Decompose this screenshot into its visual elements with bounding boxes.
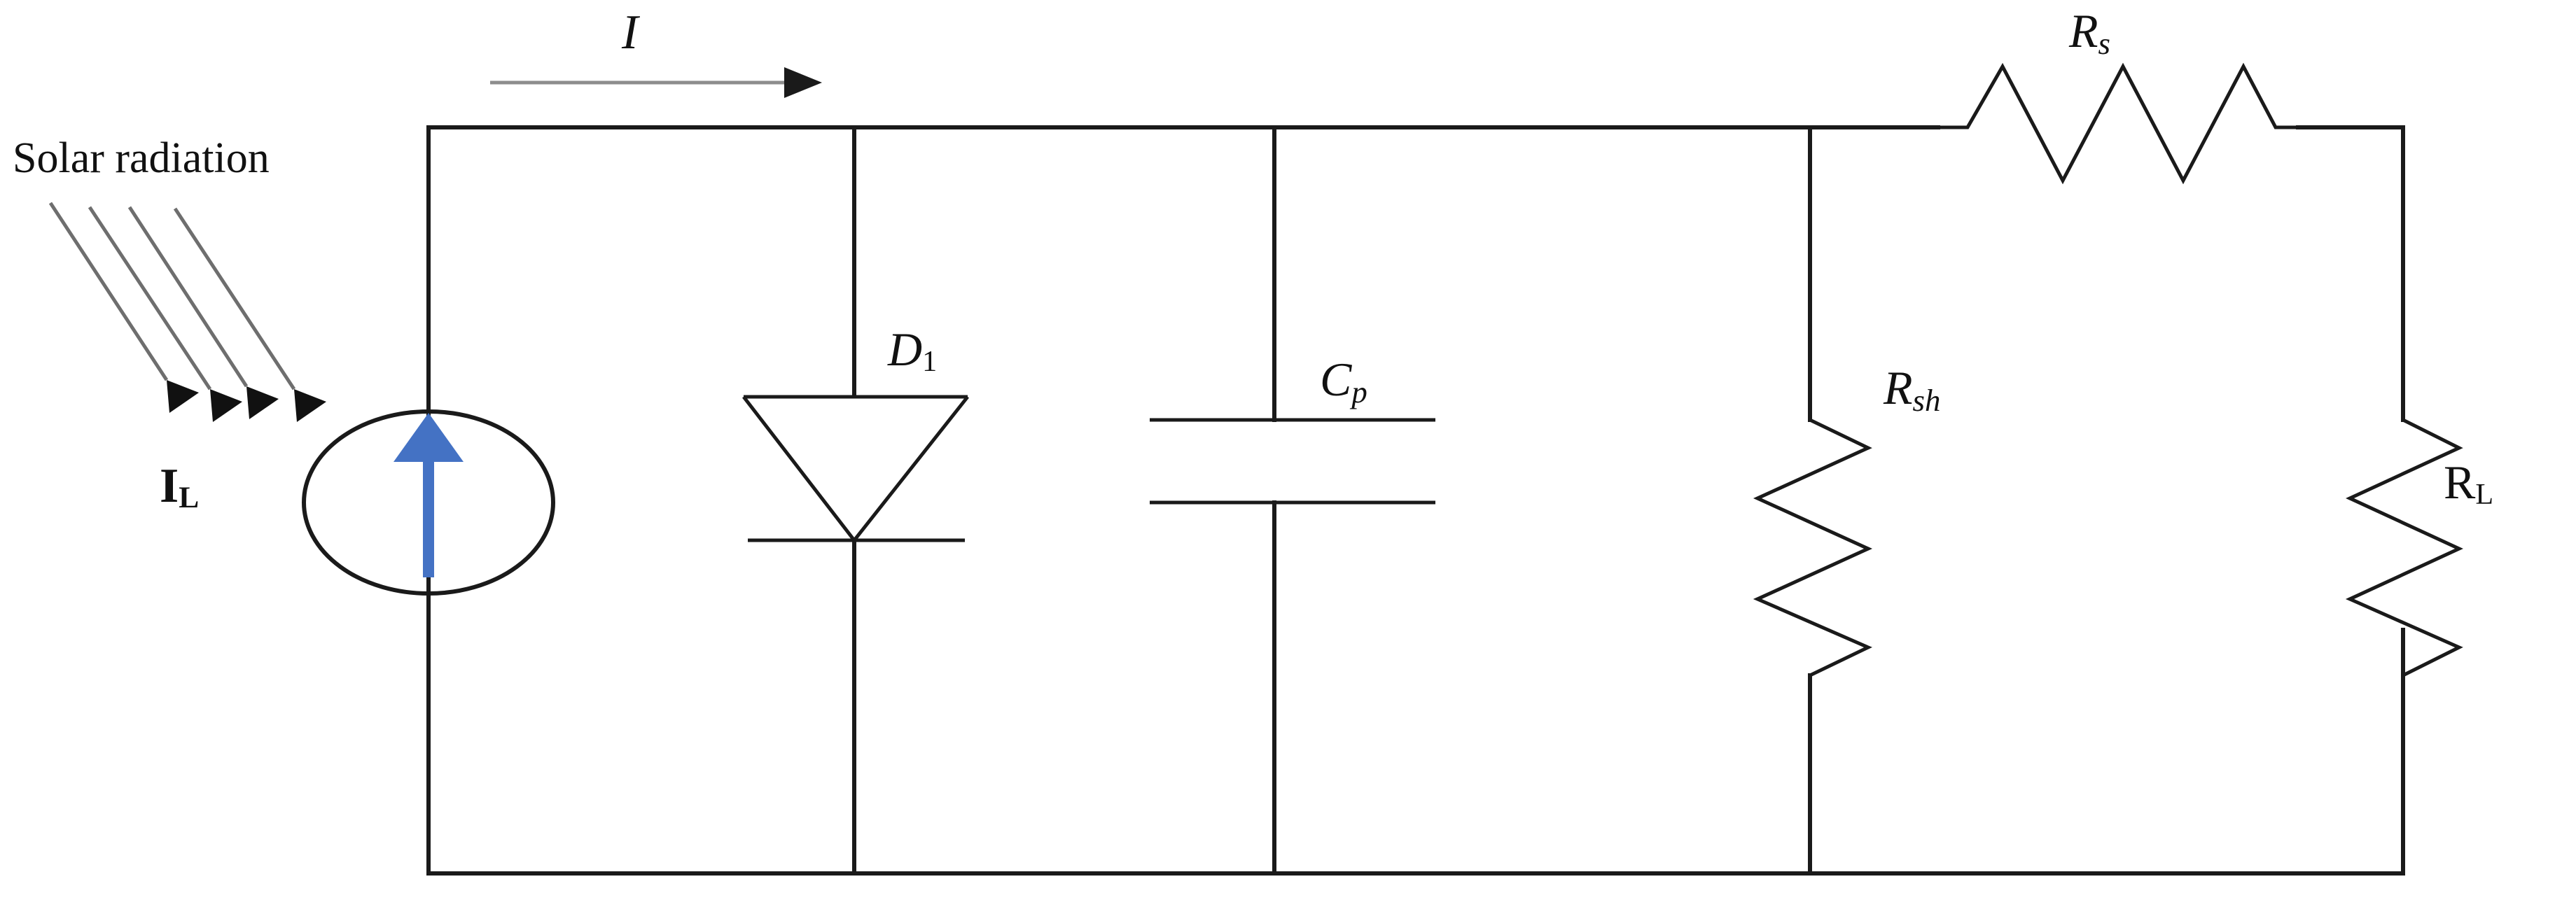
d1-symbol: D [888,323,923,376]
rl-symbol: R [2444,456,2476,509]
rs-symbol: R [2069,4,2098,57]
il-subscript: L [179,480,200,514]
series-resistor [1938,62,2298,185]
solar-radiation-label: Solar radiation [13,134,270,182]
rs-subscript: s [2098,25,2111,61]
rsh-symbol: R [1884,361,1913,414]
current-direction-arrow [490,67,822,98]
solar-ray-3 [127,206,279,419]
solar-ray-2 [88,206,242,422]
series-resistor-label: Rs [2069,4,2110,59]
rsh-subscript: sh [1912,382,1941,418]
cp-subscript: p [1351,374,1367,409]
d1-subscript: 1 [922,344,938,378]
solar-ray-1 [48,202,199,413]
shunt-resistor-label: Rsh [1884,361,1940,416]
circuit-rails [426,125,2405,876]
load-resistor [2345,418,2463,876]
shunt-resistor-branch [1753,125,1873,876]
capacitor-branch [1150,125,1435,876]
solar-ray-group [48,202,326,422]
il-symbol: I [160,459,179,513]
current-source [302,409,555,596]
solar-ray-4 [173,207,326,422]
load-resistor-label: RL [2444,456,2494,509]
photocurrent-source-label: IL [160,459,200,514]
capacitor-label: Cp [1320,353,1367,407]
rl-subscript: L [2475,477,2494,511]
terminal-current-label: I [622,6,639,59]
cp-symbol: C [1320,353,1352,406]
diode-branch [742,125,969,876]
diode-label: D1 [888,323,938,376]
